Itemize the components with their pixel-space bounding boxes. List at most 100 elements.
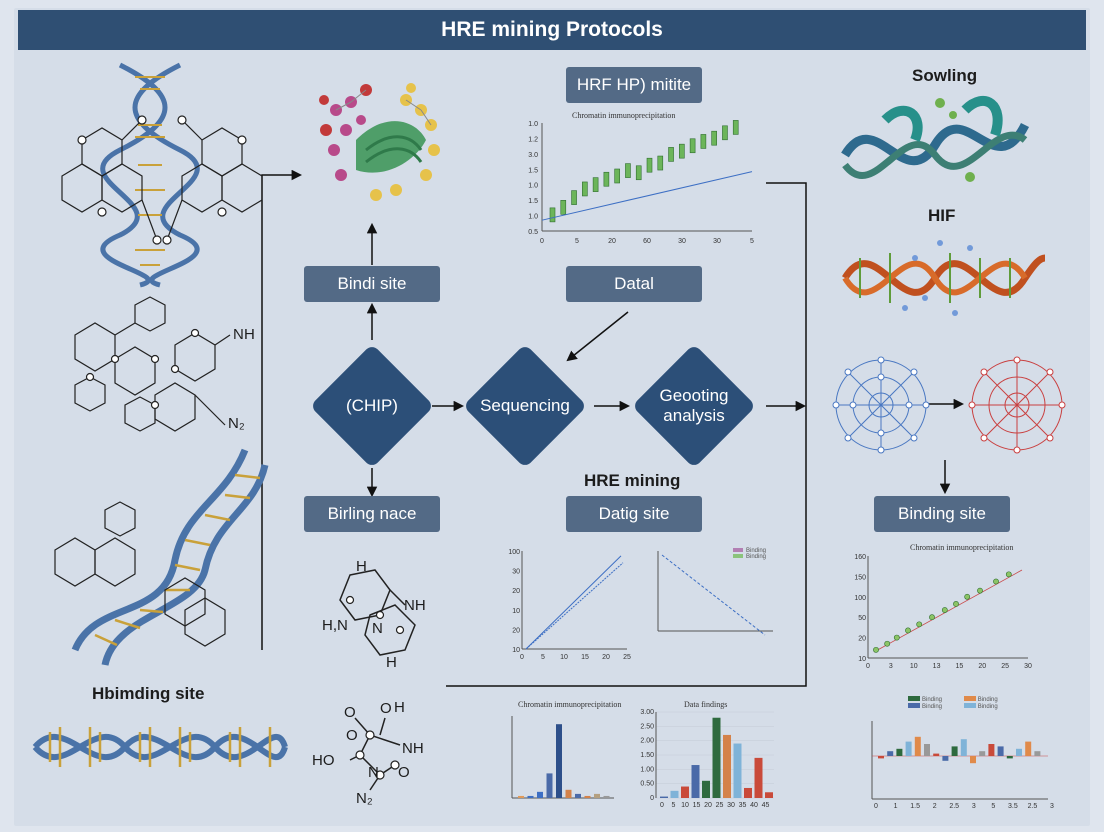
bottom-mid-chart-title: Data findings	[684, 700, 728, 709]
data-bar	[571, 190, 577, 205]
data-bar	[681, 786, 689, 798]
data-bar	[887, 751, 894, 756]
data-bar	[657, 155, 664, 171]
series-line	[525, 562, 624, 650]
x-tick-label: 30	[713, 238, 721, 245]
data-bar	[527, 795, 534, 798]
y-tick-label: 3.00	[640, 709, 654, 716]
y-tick-label: 1.0	[528, 183, 538, 190]
data-bar	[689, 138, 696, 154]
y-tick-label: 1.5	[528, 167, 538, 174]
x-tick-label: 15	[581, 654, 589, 661]
dna-helix-icon	[100, 62, 200, 288]
x-tick-label: 0	[660, 802, 664, 809]
mol3-o2-label: O	[380, 700, 392, 717]
data-point	[1005, 571, 1012, 578]
y-tick-label: 100	[508, 549, 520, 556]
mol2-n-label: N	[372, 620, 383, 637]
y-tick-label: 0	[650, 795, 654, 802]
x-tick-label: 1.5	[910, 803, 920, 810]
x-tick-label: 0	[866, 663, 870, 670]
x-tick-label: 60	[643, 238, 651, 245]
mol2-h2n-label: H,N	[322, 617, 348, 634]
data-bar	[924, 744, 930, 756]
binding-site-box[interactable]: Binding site	[874, 496, 1010, 532]
x-tick-label: 3	[889, 663, 893, 670]
data-bar	[951, 746, 958, 756]
x-tick-label: 5	[541, 654, 545, 661]
x-tick-label: 25	[1001, 663, 1009, 670]
hre-mining-label: HRE mining	[584, 471, 681, 490]
data-point	[993, 578, 999, 585]
x-tick-label: 5	[991, 803, 995, 810]
geooting-analysis-node[interactable]: Geooting analysis	[631, 343, 757, 469]
chip-node-label: (CHIP)	[346, 396, 398, 415]
birling-nace-box[interactable]: Birling nace	[304, 496, 440, 532]
mol3-h-label: H	[394, 699, 405, 716]
data-bar	[979, 751, 986, 756]
legend-b: Binding Binding	[733, 548, 766, 560]
y-tick-label: 20	[858, 636, 866, 643]
mol1-h-label: H	[244, 326, 255, 343]
data-bar	[712, 717, 721, 798]
dna-horizontal-icon	[32, 727, 288, 767]
x-tick-label: 20	[608, 238, 616, 245]
data-bar	[668, 147, 674, 162]
data-bar	[679, 143, 685, 159]
data-bar	[732, 120, 739, 135]
mol3-nh-label: NH	[402, 740, 424, 757]
legend-r: Binding Binding Binding Binding	[908, 696, 1038, 710]
sequencing-node[interactable]: Sequencing	[462, 343, 588, 469]
data-bar	[970, 756, 976, 764]
mol3-n-label: N	[368, 764, 379, 781]
mol1-nh-label: N	[233, 326, 244, 343]
y-tick-label: 30	[512, 569, 520, 576]
data-bar	[722, 125, 728, 141]
data-point	[884, 640, 891, 647]
bindi-site-box[interactable]: Bindi site	[304, 266, 440, 302]
x-tick-label: 30	[727, 802, 735, 809]
x-tick-label: 2.5	[1028, 803, 1038, 810]
y-tick-label: 1.0	[528, 214, 538, 221]
datig-site-box[interactable]: Datig site	[566, 496, 702, 532]
data-bar	[603, 795, 610, 798]
legend-b-item-1: Binding	[746, 548, 767, 554]
hrf-hp-mitite-box[interactable]: HRF HP) mitite	[566, 67, 702, 103]
data-bar	[635, 165, 642, 181]
y-tick-label: 10	[858, 656, 866, 663]
x-tick-label: 45	[762, 802, 770, 809]
y-tick-label: 100	[854, 595, 866, 602]
legend-r-item-2: Binding	[977, 697, 998, 703]
data-bar	[660, 796, 668, 798]
data-bar	[711, 130, 717, 146]
y-tick-label: 1.0	[528, 121, 538, 128]
data-bar	[1006, 756, 1013, 759]
data-bar	[878, 756, 884, 759]
mol2-h-bottom-label: H	[386, 654, 397, 671]
x-tick-label: 35	[739, 802, 747, 809]
x-tick-label: 10	[910, 663, 918, 670]
y-tick-label: 1.00	[640, 766, 654, 773]
molecule-structure-icon: N	[74, 296, 244, 432]
bar-chart-a	[511, 716, 614, 799]
datal-box[interactable]: Datal	[566, 266, 702, 302]
x-tick-label: 1	[894, 803, 898, 810]
y-tick-label: 150	[854, 574, 866, 581]
geooting-analysis-label: Geooting analysis	[659, 386, 729, 425]
data-bar	[646, 157, 653, 173]
data-bar	[594, 793, 600, 798]
data-bar	[1034, 751, 1041, 756]
x-tick-label: 30	[678, 238, 686, 245]
x-tick-label: 2	[933, 803, 937, 810]
chip-node[interactable]: (CHIP)	[309, 343, 435, 469]
x-tick-label: 20	[978, 663, 986, 670]
right-chart-title: Chromatin immunoprecipitation	[910, 543, 1014, 552]
y-tick-label: 2.00	[640, 738, 654, 745]
data-bar	[560, 200, 567, 215]
data-bar	[625, 163, 631, 178]
mol3-ho-label: HO	[312, 752, 335, 769]
data-point	[964, 593, 971, 600]
x-tick-label: 2.5	[949, 803, 959, 810]
protein-cluster-icon	[319, 83, 440, 201]
